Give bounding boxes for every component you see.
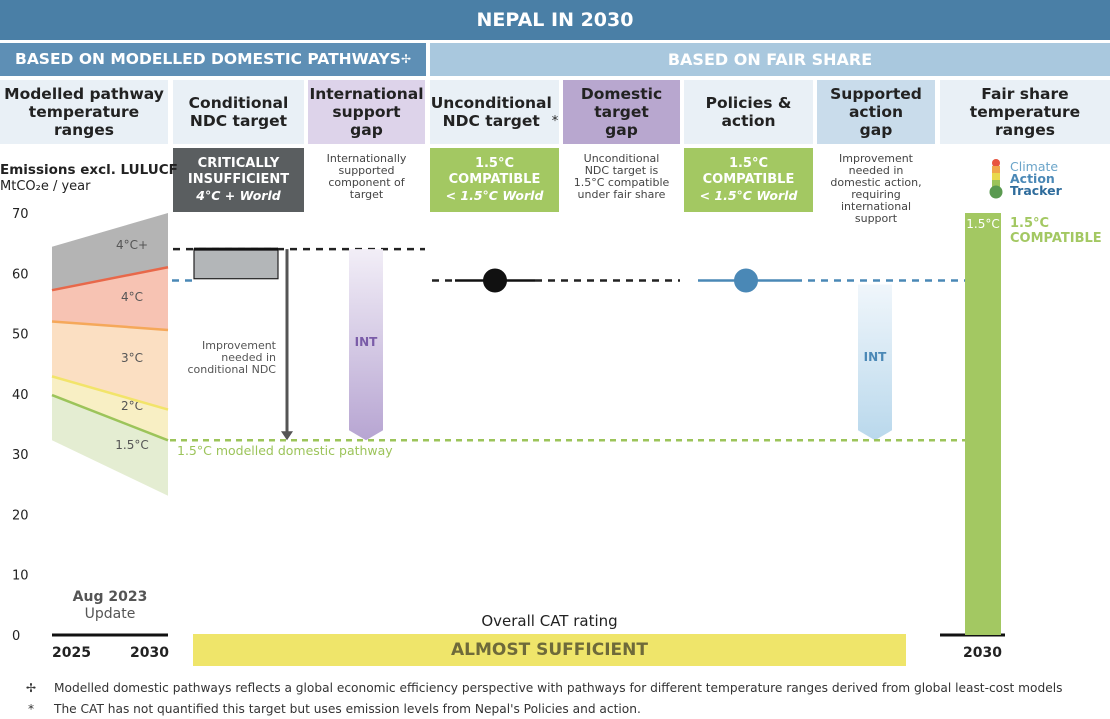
logo-line1: Climate xyxy=(1010,159,1059,174)
improvement-note-line-0: Improvement xyxy=(202,339,277,352)
supported-gap-int-label: INT xyxy=(864,350,888,364)
unconditional-ndc-marker xyxy=(483,268,507,293)
y-tick-40: 40 xyxy=(12,388,29,403)
intl-support-gap-int-label: INT xyxy=(355,335,379,349)
x-label-2025: 2025 xyxy=(52,645,91,661)
fairshare-side-label: 1.5°C COMPATIBLE xyxy=(1010,216,1102,246)
section-modelled-symbol: ✢ xyxy=(400,52,411,66)
rating-policies-sub: < 1.5°C World xyxy=(699,188,798,203)
band-label-3: 2°C xyxy=(121,399,143,413)
col-modelled-header: Modelled pathway temperature ranges xyxy=(0,80,168,144)
intl-support-gap-arrow xyxy=(349,249,383,441)
note-domestic-gap: Unconditional NDC target is 1.5°C compat… xyxy=(573,152,670,201)
cat-logo: Climate Action Tracker xyxy=(986,158,1096,202)
band-boundary-3 xyxy=(51,393,169,442)
section-fairshare-header: BASED ON FAIR SHARE xyxy=(430,43,1110,76)
band-2 xyxy=(52,321,168,410)
band-label-4: 1.5°C xyxy=(115,438,148,452)
band-3 xyxy=(52,376,168,441)
fairshare-bar-label: 1.5°C xyxy=(966,217,999,231)
overall-rating-badge: ALMOST SUFFICIENT xyxy=(193,634,906,666)
improvement-note-line-2: conditional NDC xyxy=(187,363,276,376)
col-unconditional-header: Unconditional NDC target* xyxy=(430,80,559,144)
y-axis-unit: MtCO₂e / year xyxy=(0,179,91,194)
update-date: Aug 2023 xyxy=(72,589,148,605)
col-unconditional-label: Unconditional NDC target xyxy=(430,94,552,130)
y-tick-70: 70 xyxy=(12,207,29,222)
rating-conditional: CRITICALLY INSUFFICIENT 4°C + World xyxy=(173,148,304,212)
note-intl-gap: Internationally supported component of t… xyxy=(326,152,407,201)
rating-unconditional-sub: < 1.5°C World xyxy=(445,188,544,203)
band-boundary-0 xyxy=(51,266,169,292)
policies-action-marker xyxy=(734,268,758,293)
col-intl-gap-header: International support gap xyxy=(308,80,425,144)
rating-conditional-label: CRITICALLY INSUFFICIENT xyxy=(187,156,290,187)
overall-rating-caption: Overall CAT rating xyxy=(481,612,618,630)
band-boundary-2 xyxy=(51,375,169,411)
y-tick-60: 60 xyxy=(12,267,29,282)
conditional-ndc-box xyxy=(193,248,279,280)
band-4 xyxy=(52,395,168,496)
fairshare-1-5-bar xyxy=(965,213,1001,635)
rating-policies-label: 1.5°C COMPATIBLE xyxy=(702,156,795,187)
rating-policies: 1.5°C COMPATIBLE < 1.5°C World xyxy=(684,148,813,212)
y-tick-10: 10 xyxy=(12,569,29,584)
chart-title: NEPAL IN 2030 xyxy=(0,0,1110,40)
footnote-1-text: Modelled domestic pathways reflects a gl… xyxy=(54,681,1063,695)
pathway-1-5-label: 1.5°C modelled domestic pathway xyxy=(177,443,393,458)
col-domestic-gap-header: Domestic target gap xyxy=(563,80,680,144)
col-supported-header: Supported action gap xyxy=(817,80,935,144)
band-label-1: 4°C xyxy=(121,290,143,304)
y-axis-title: Emissions excl. LULUCF xyxy=(0,162,178,178)
col-fairshare-header: Fair share temperature ranges xyxy=(940,80,1110,144)
thermometer-icon xyxy=(989,159,1003,199)
y-tick-0: 0 xyxy=(12,629,20,644)
rating-conditional-sub: 4°C + World xyxy=(196,188,281,203)
improvement-arrow-head xyxy=(281,431,293,441)
col-conditional-header: Conditional NDC target xyxy=(173,80,304,144)
band-0 xyxy=(52,213,168,291)
update-label: Update xyxy=(84,606,136,622)
y-tick-20: 20 xyxy=(12,508,29,523)
rating-unconditional-label: 1.5°C COMPATIBLE xyxy=(448,156,541,187)
footnote-2-symbol: * xyxy=(27,702,35,716)
improvement-note-line-1: needed in xyxy=(221,351,276,364)
col-policies-header: Policies & action xyxy=(684,80,813,144)
rating-unconditional: 1.5°C COMPATIBLE < 1.5°C World xyxy=(430,148,559,212)
y-tick-30: 30 xyxy=(12,448,29,463)
section-modelled-header: BASED ON MODELLED DOMESTIC PATHWAYS✢ xyxy=(0,43,426,76)
band-label-0: 4°C+ xyxy=(116,238,148,252)
x-label-fair-2030: 2030 xyxy=(963,645,1002,661)
note-supported: Improvement needed in domestic action, r… xyxy=(830,152,922,225)
col-unconditional-symbol: * xyxy=(551,114,559,129)
footnote-1-symbol: ✢ xyxy=(25,681,37,695)
logo-line3: Tracker xyxy=(1010,183,1062,198)
y-tick-50: 50 xyxy=(12,328,29,343)
x-label-2030: 2030 xyxy=(130,645,169,661)
supported-action-gap-arrow xyxy=(858,284,892,441)
band-1 xyxy=(52,267,168,330)
section-modelled-label: BASED ON MODELLED DOMESTIC PATHWAYS xyxy=(15,50,401,68)
band-label-2: 3°C xyxy=(121,351,143,365)
logo-line2: Action xyxy=(1010,171,1055,186)
band-boundary-1 xyxy=(51,320,169,332)
footnote-2-text: The CAT has not quantified this target b… xyxy=(54,702,641,716)
